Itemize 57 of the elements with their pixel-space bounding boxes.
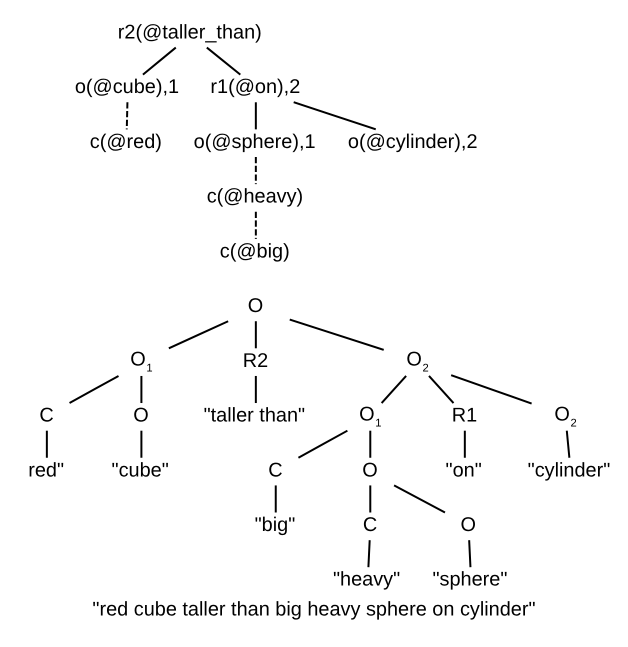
node-text: "big" bbox=[254, 514, 296, 536]
connector bbox=[367, 540, 371, 568]
connector bbox=[428, 375, 454, 404]
node-text: O bbox=[460, 514, 476, 536]
node-text: red" bbox=[28, 459, 64, 482]
node-text: "cylinder" bbox=[528, 459, 610, 482]
connector bbox=[254, 157, 257, 184]
node-text: C bbox=[268, 459, 283, 482]
connector bbox=[168, 320, 229, 350]
node-text: O bbox=[248, 295, 264, 318]
connector bbox=[140, 430, 142, 458]
connector bbox=[69, 375, 119, 404]
node-text: C bbox=[39, 404, 54, 427]
node-text: r2(@taller_than) bbox=[118, 21, 262, 44]
node-text: "taller than" bbox=[204, 404, 306, 427]
connector bbox=[274, 485, 277, 512]
connector bbox=[142, 46, 176, 76]
node-text: c(@heavy) bbox=[206, 186, 304, 208]
connector bbox=[46, 430, 48, 458]
connector bbox=[464, 430, 466, 458]
node-text: C bbox=[362, 514, 378, 536]
connector bbox=[140, 376, 142, 404]
node-text: r1(@on),2 bbox=[210, 76, 300, 98]
connector bbox=[450, 374, 532, 404]
node-text: "heavy" bbox=[332, 568, 400, 591]
connector bbox=[254, 102, 257, 130]
node-text: "on" bbox=[446, 459, 482, 482]
node-text: O$_{1}$ bbox=[130, 348, 153, 375]
node-text: R1 bbox=[452, 404, 478, 427]
connector bbox=[298, 430, 348, 459]
node-text: O$_{2}$ bbox=[554, 403, 577, 430]
connector bbox=[293, 101, 376, 130]
connector bbox=[289, 318, 384, 351]
connector bbox=[369, 430, 372, 458]
node-text: c(@red) bbox=[90, 130, 162, 153]
connector bbox=[369, 485, 372, 512]
caption: "red cube taller than big heavy sphere on cylinder" bbox=[92, 598, 536, 621]
connector bbox=[206, 46, 241, 76]
node-text: o(@cube),1 bbox=[74, 76, 180, 98]
node-text: c(@big) bbox=[220, 240, 290, 262]
node-text: o(@sphere),1 bbox=[194, 130, 316, 153]
node-text: R2 bbox=[242, 350, 268, 372]
connector bbox=[380, 375, 407, 404]
node-text: O$_{2}$ bbox=[406, 348, 429, 375]
connector bbox=[254, 376, 257, 404]
connector bbox=[126, 102, 128, 130]
node-text: O bbox=[362, 459, 378, 482]
connector bbox=[254, 212, 257, 239]
node-text: "cube" bbox=[112, 459, 169, 482]
connector bbox=[254, 321, 257, 348]
connector bbox=[566, 430, 570, 458]
connector bbox=[394, 484, 446, 514]
node-text: "sphere" bbox=[432, 568, 508, 591]
node-text: o(@cylinder),2 bbox=[348, 130, 478, 153]
node-text: O$_{1}$ bbox=[359, 403, 382, 430]
node-text: O bbox=[133, 404, 149, 427]
connector bbox=[468, 540, 472, 568]
